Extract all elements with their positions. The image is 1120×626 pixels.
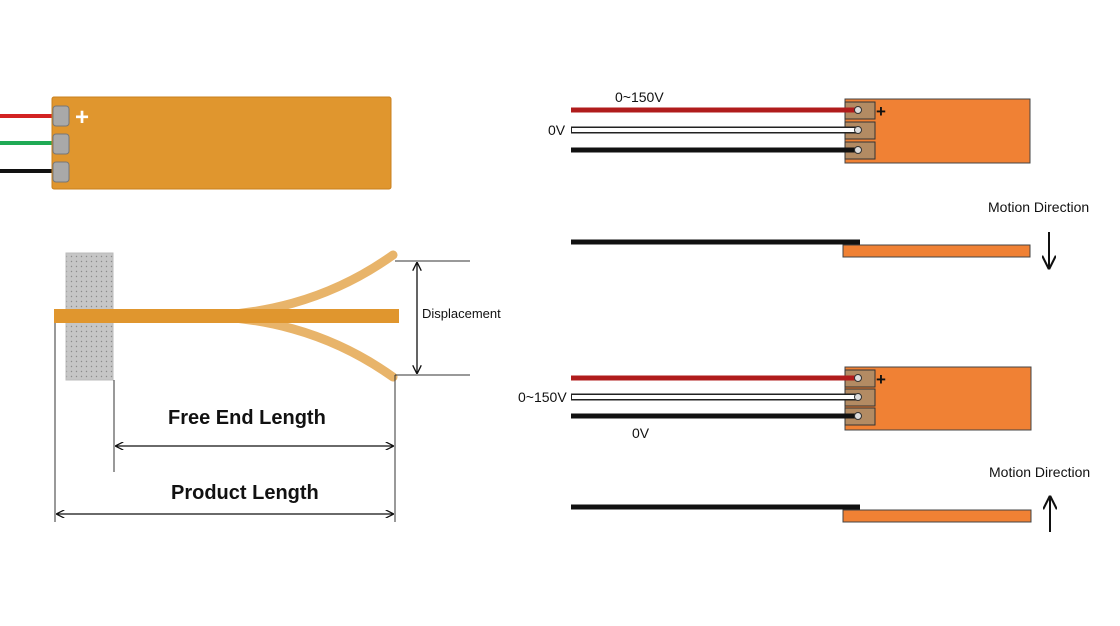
displacement-diagram: Displacement Free End Length Product Len… [54, 250, 501, 522]
solder-dot-1 [854, 374, 862, 382]
bent-beam-down [175, 311, 398, 382]
bent-beam-up [175, 250, 398, 321]
actuator-side-view [842, 509, 1032, 523]
solder-dot-3 [854, 412, 862, 420]
plus-sign: + [75, 104, 89, 131]
wiring-panel-bottom: 0~150V 0V + [518, 366, 1032, 441]
straight-beam [54, 309, 399, 323]
voltage-high-label: 0~150V [518, 389, 567, 405]
solder-pad-3 [52, 161, 70, 183]
side-view-motion-up: Motion Direction [571, 464, 1090, 532]
actuator-plate [51, 96, 392, 190]
plus-sign: + [876, 102, 886, 121]
motion-direction-label: Motion Direction [989, 464, 1090, 480]
wiring-panel-top: 0~150V 0V + [548, 89, 1031, 164]
actuator-product-image: + [0, 96, 392, 190]
solder-pad-1 [52, 105, 70, 127]
displacement-label: Displacement [422, 306, 501, 321]
solder-dot-3 [854, 146, 862, 154]
voltage-zero-label: 0V [632, 425, 650, 441]
motion-direction-label: Motion Direction [988, 199, 1089, 215]
voltage-zero-label: 0V [548, 122, 566, 138]
solder-pad-2 [52, 133, 70, 155]
side-view-motion-down: Motion Direction [571, 199, 1089, 268]
solder-dot-1 [854, 106, 862, 114]
actuator-side-view [842, 244, 1031, 258]
plus-sign: + [876, 370, 886, 389]
actuator-body [844, 98, 1031, 164]
free-end-length-label: Free End Length [168, 407, 326, 429]
solder-dot-2 [854, 393, 862, 401]
solder-dot-2 [854, 126, 862, 134]
voltage-high-label: 0~150V [615, 89, 664, 105]
product-length-label: Product Length [171, 482, 319, 504]
